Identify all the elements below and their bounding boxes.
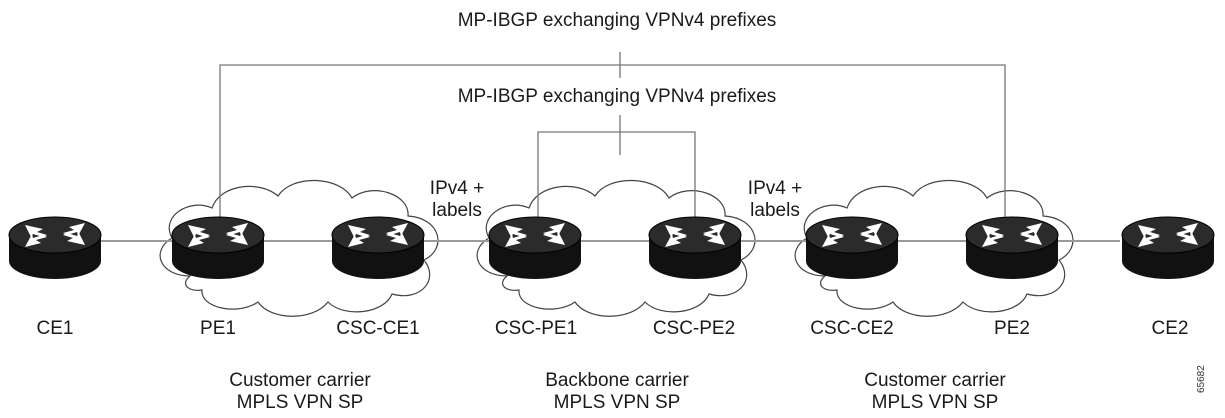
router-ce2 — [1121, 216, 1215, 280]
top-session-label: MP-IBGP exchanging VPNv4 prefixes — [457, 10, 777, 31]
carrier-right-line1: Customer carrier — [864, 370, 1006, 391]
router-ce1 — [8, 216, 102, 280]
session-line-outer — [219, 52, 1006, 232]
carrier-label-right: Customer carrier MPLS VPN SP — [864, 370, 1005, 414]
router-csc-ce1 — [331, 216, 425, 280]
carrier-center-line2: MPLS VPN SP — [553, 392, 681, 413]
carrier-right-line2: MPLS VPN SP — [871, 392, 999, 413]
router-label-pe2: PE2 — [994, 318, 1030, 339]
inner-session-label: MP-IBGP exchanging VPNv4 prefixes — [453, 86, 781, 108]
router-csc-ce2 — [805, 216, 899, 280]
router-label-csc-ce2: CSC-CE2 — [810, 318, 894, 339]
router-pe2 — [965, 216, 1059, 280]
carrier-label-center: Backbone carrier MPLS VPN SP — [545, 370, 689, 414]
router-label-csc-pe2: CSC-PE2 — [652, 318, 736, 339]
carrier-left-line2: MPLS VPN SP — [236, 392, 364, 413]
router-csc-pe2 — [648, 216, 742, 280]
figure-id: 65682 — [1196, 365, 1207, 393]
router-label-pe1: PE1 — [200, 318, 236, 339]
router-label-ce2: CE2 — [1151, 318, 1189, 339]
router-label-csc-pe1: CSC-PE1 — [494, 318, 578, 339]
link-label-right: IPv4 + labels — [747, 178, 803, 221]
router-pe1 — [171, 216, 265, 280]
router-label-ce1: CE1 — [36, 318, 74, 339]
carrier-center-line1: Backbone carrier — [545, 370, 689, 391]
carrier-label-left: Customer carrier MPLS VPN SP — [229, 370, 370, 414]
router-csc-pe1 — [488, 216, 582, 280]
session-line-inner — [537, 115, 696, 232]
link-label-left: IPv4 + labels — [429, 178, 485, 221]
router-label-csc-ce1: CSC-CE1 — [336, 318, 420, 339]
carrier-left-line1: Customer carrier — [229, 370, 371, 391]
